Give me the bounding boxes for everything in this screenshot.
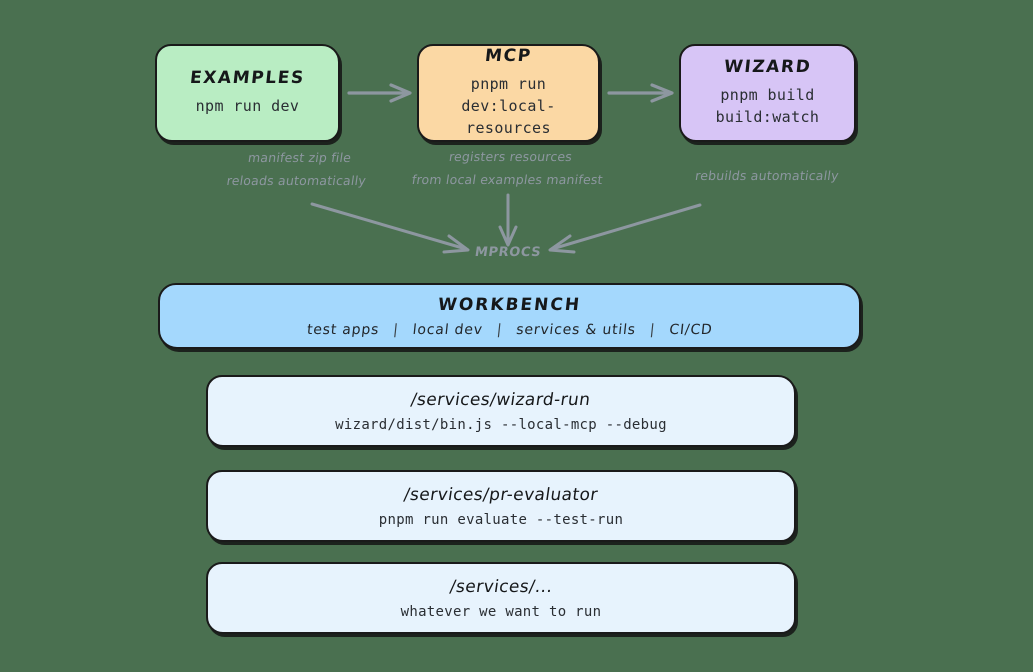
service-path-generic: /services/... [448,576,554,597]
annotation-wizard: rebuilds automatically [670,164,863,187]
workbench-separator-2: | [495,321,503,338]
service-path-wizard-run: /services/wizard-run [409,389,593,410]
node-examples[interactable]: EXAMPLES npm run dev [155,44,340,142]
service-box-wizard-run[interactable]: /services/wizard-run wizard/dist/bin.js … [206,375,796,447]
node-wizard-title: WIZARD [722,57,813,78]
annotation-mcp-line-1: registers resources [448,149,574,164]
arrow-wizard-to-mprocs [548,203,702,254]
workbench-item-test-apps: test apps [305,321,380,338]
annotation-mcp: registers resources from local examples … [395,145,624,191]
service-command-pr-evaluator: pnpm run evaluate --test-run [378,511,624,528]
annotation-wizard-line-1: rebuilds automatically [694,168,840,183]
node-wizard[interactable]: WIZARD pnpm build build:watch [679,44,856,142]
annotation-examples: manifest zip file reloads automatically [165,146,432,192]
node-workbench-title: WORKBENCH [436,294,583,315]
annotation-mcp-line-2: from local examples manifest [410,172,604,188]
arrow-examples-to-mprocs [310,202,470,254]
workbench-item-ci-cd: CI/CD [668,321,714,338]
service-command-wizard-run: wizard/dist/bin.js --local-mcp --debug [335,416,667,433]
node-wizard-command-line-2: build:watch [715,108,820,126]
service-box-generic[interactable]: /services/... whatever we want to run [206,562,796,634]
node-mcp[interactable]: MCP pnpm run dev:local-resources [417,44,600,142]
annotation-examples-line-2: reloads automatically [225,173,368,189]
node-workbench[interactable]: WORKBENCH test apps | local dev | servic… [158,283,861,349]
arrow-mcp-to-mprocs [498,193,518,247]
node-mcp-command-line-2: dev:local-resources [461,97,556,137]
hub-label-mprocs: MPROCS [473,245,543,260]
node-examples-title: EXAMPLES [189,68,306,89]
workbench-item-services-utils: services & utils [515,321,637,338]
node-mcp-title: MCP [484,46,533,67]
workbench-separator-1: | [392,321,400,338]
node-mcp-command-line-1: pnpm run [470,75,547,94]
arrow-mcp-to-wizard [607,83,674,103]
annotation-examples-line-1: manifest zip file [247,150,353,165]
node-examples-command-line-1: npm run dev [195,97,300,116]
node-workbench-items: test apps | local dev | services & utils… [306,322,713,338]
service-box-pr-evaluator[interactable]: /services/pr-evaluator pnpm run evaluate… [206,470,796,542]
service-command-generic: whatever we want to run [400,603,602,620]
node-wizard-command-line-1: pnpm build [720,86,815,105]
workbench-item-local-dev: local dev [411,321,484,338]
workbench-separator-3: | [648,321,656,338]
arrow-examples-to-mcp [347,83,412,103]
service-path-pr-evaluator: /services/pr-evaluator [402,484,600,505]
